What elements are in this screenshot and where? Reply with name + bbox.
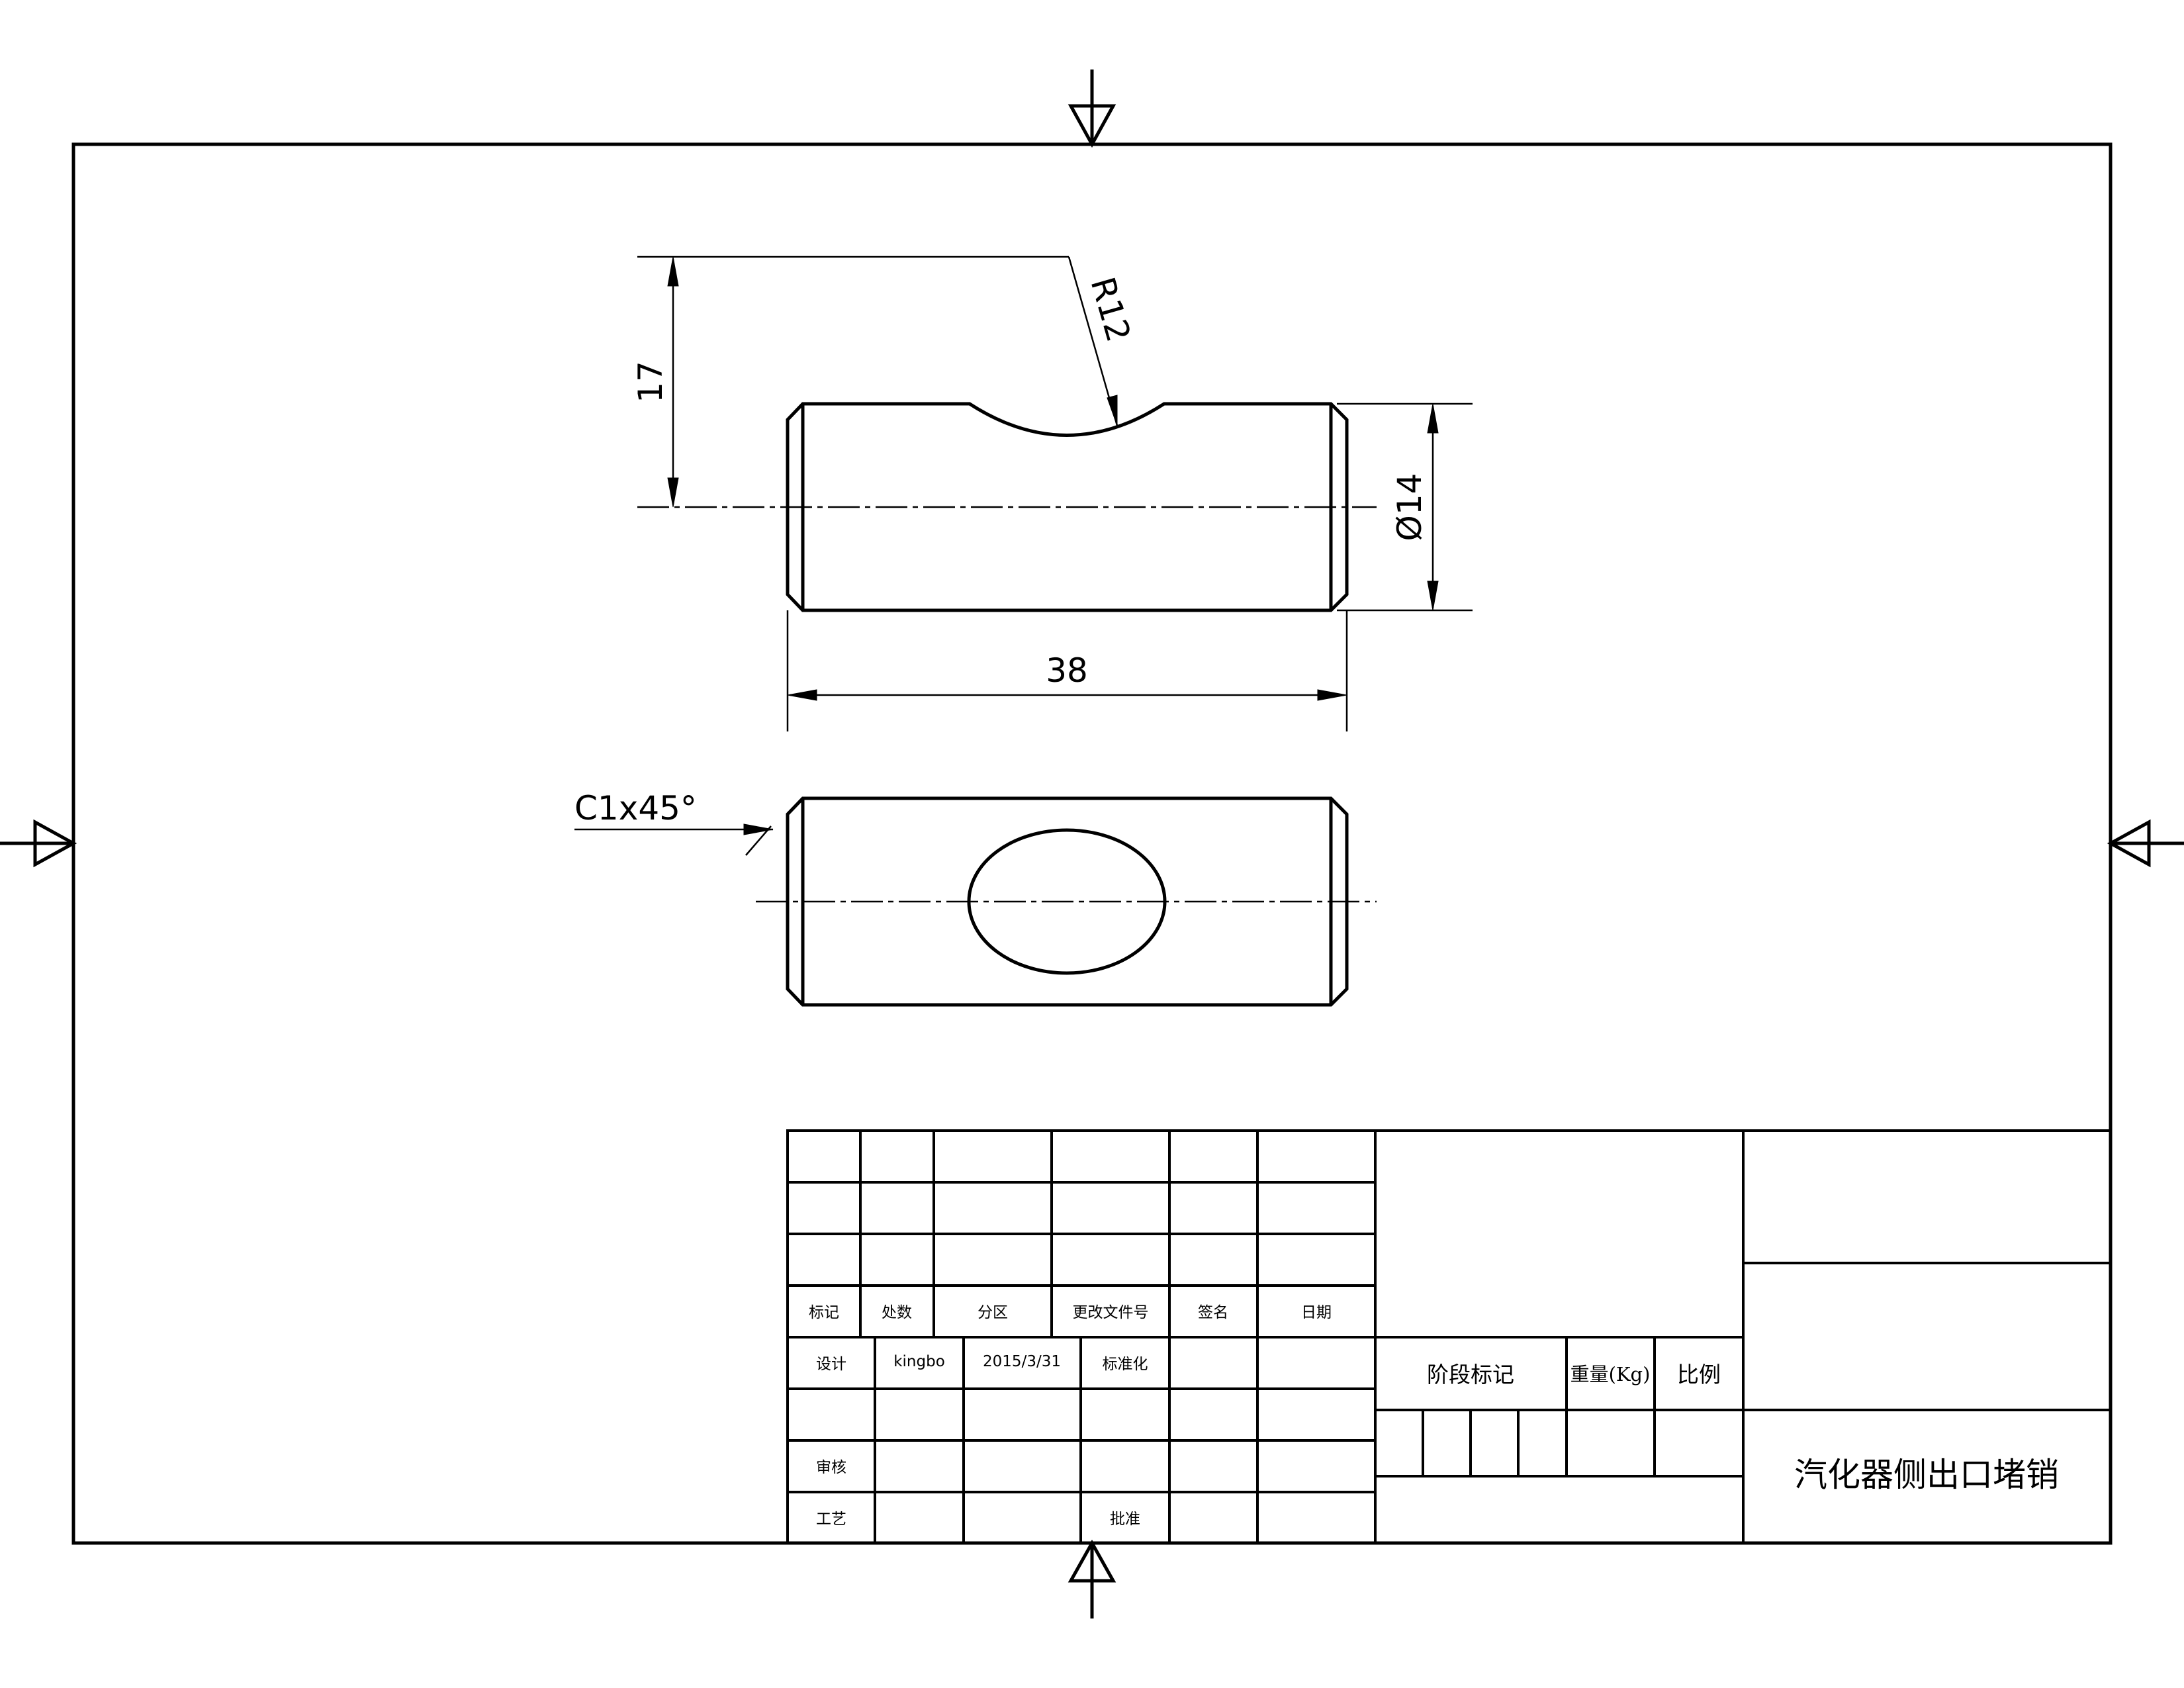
dimension-38: 38 [786, 610, 1348, 731]
header-zone: 分区 [978, 1304, 1008, 1321]
title-block: 标记 处数 分区 更改文件号 签名 日期 设计 kingbo 2015/3/31… [786, 1129, 2112, 1544]
centering-mark-right [2107, 819, 2184, 868]
dimension-diameter-14: Ø14 [1337, 402, 1473, 612]
stage-mark-label: 阶段标记 [1427, 1362, 1514, 1387]
front-view-outline [786, 402, 1349, 612]
dimension-diameter-14-label: Ø14 [1390, 473, 1429, 541]
chamfer-label: C1x45° [574, 789, 697, 827]
dimension-17-label: 17 [631, 361, 670, 403]
front-view [637, 402, 1377, 612]
dimension-17: 17 [631, 256, 1069, 508]
design-label: 设计 [816, 1356, 846, 1373]
drawing-title: 汽化器侧出口堵销 [1794, 1456, 2059, 1494]
designer-name: kingbo [893, 1353, 945, 1370]
weight-label: 重量(Kg) [1570, 1363, 1651, 1385]
header-change-doc: 更改文件号 [1073, 1304, 1149, 1321]
dimension-r12: R12 [1068, 256, 1138, 426]
dimension-38-label: 38 [1046, 651, 1088, 690]
review-label: 审核 [816, 1459, 846, 1476]
process-label: 工艺 [816, 1511, 846, 1528]
approval-label: 批准 [1110, 1511, 1140, 1528]
centering-mark-left [0, 819, 77, 868]
centering-mark-bottom [1068, 1539, 1116, 1618]
top-view [756, 796, 1377, 1007]
design-date: 2015/3/31 [983, 1353, 1061, 1370]
standardization-label: 标准化 [1103, 1356, 1148, 1373]
centering-mark-top [1068, 70, 1116, 148]
header-mark: 标记 [809, 1304, 839, 1321]
chamfer-callout: C1x45° [574, 789, 774, 856]
header-signature: 签名 [1198, 1304, 1228, 1321]
header-date: 日期 [1301, 1304, 1332, 1321]
header-count: 处数 [882, 1304, 912, 1321]
scale-label: 比例 [1677, 1362, 1721, 1387]
drawing-frame [71, 142, 2113, 1545]
